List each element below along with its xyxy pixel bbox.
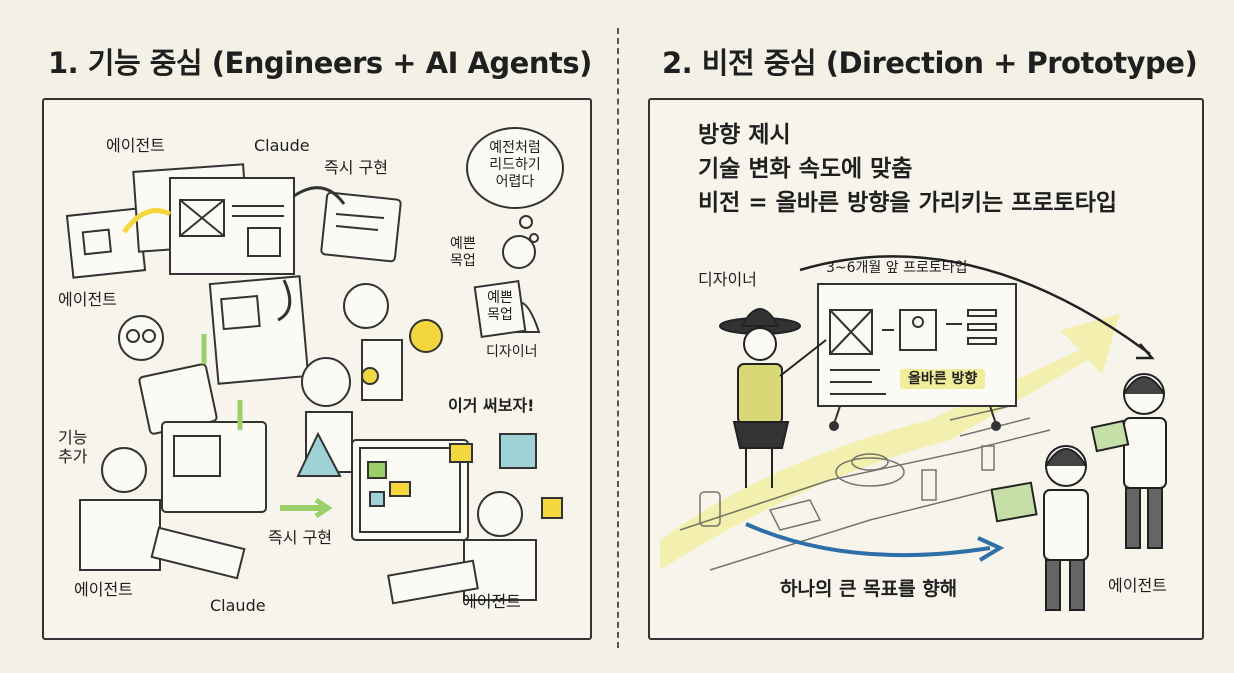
label-pretty-mockup-sign: 예쁜 목업 [487, 290, 513, 323]
label-agent-top: 에이전트 [106, 136, 165, 155]
label-claude-bottom: Claude [210, 596, 266, 615]
teal-cube [499, 433, 537, 469]
label-designer-right: 디자이너 [698, 270, 757, 289]
label-feature-add: 기능 추가 [58, 428, 88, 467]
wireframe-window [208, 275, 310, 385]
label-pretty-mockup: 예쁜 목업 [450, 236, 476, 269]
engineer-figure [118, 315, 218, 435]
arc-arrow [799, 255, 1151, 356]
agent-figure [1090, 373, 1167, 549]
label-one-goal: 하나의 큰 목표를 향해 [780, 578, 958, 600]
right-panel: 방향 제시 기술 변화 속도에 맞춤 비전 = 올바른 방향을 가리키는 프로토… [648, 98, 1204, 640]
label-thought-bubble: 예전처럼 리드하기 어렵다 [489, 140, 541, 190]
engineer-figure [463, 491, 537, 601]
label-instant-top: 즉시 구현 [324, 158, 388, 177]
label-agent-right-panel: 에이전트 [1108, 576, 1167, 595]
label-right-direction: 올바른 방향 [900, 369, 986, 389]
label-agent-bottom: 에이전트 [74, 580, 133, 599]
label-agent-right: 에이전트 [462, 592, 521, 611]
label-claude-top: Claude [254, 136, 310, 155]
agent-figure [990, 445, 1089, 611]
right-section-title: 2. 비전 중심 (Direction + Prototype) [662, 46, 1198, 80]
wireframe-window [169, 177, 295, 275]
point-direction: 방향 제시 [698, 122, 791, 148]
label-instant-bottom: 즉시 구현 [268, 528, 332, 547]
label-prototype-ahead: 3~6개월 앞 프로토타입 [826, 260, 968, 276]
section-divider [617, 28, 619, 648]
designer-figure [473, 235, 541, 338]
right-direction-wrap: 올바른 방향 [900, 368, 986, 389]
label-agent-left: 에이전트 [58, 290, 117, 309]
left-panel: 에이전트 Claude 즉시 구현 에이전트 기능 추가 에이전트 Claude… [42, 98, 592, 640]
designer-figure [719, 308, 827, 488]
point-vision: 비전 = 올바른 방향을 가리키는 프로토타입 [698, 190, 1118, 216]
speech-card [320, 191, 402, 263]
left-illustration [65, 127, 564, 605]
yellow-orb [409, 319, 443, 353]
monitor [150, 421, 267, 580]
label-try-this: 이거 써보자! [448, 396, 535, 415]
goal-arrow [745, 522, 991, 558]
left-section-title: 1. 기능 중심 (Engineers + AI Agents) [48, 46, 592, 80]
teal-triangle [296, 431, 342, 477]
engineer-figure [79, 447, 161, 571]
label-designer-left: 디자이너 [486, 344, 538, 360]
direction-glow [660, 314, 1120, 570]
thought-bubble [466, 127, 564, 209]
city-map [679, 405, 1051, 571]
point-speed: 기술 변화 속도에 맞춤 [698, 156, 913, 182]
right-illustration [660, 255, 1167, 611]
